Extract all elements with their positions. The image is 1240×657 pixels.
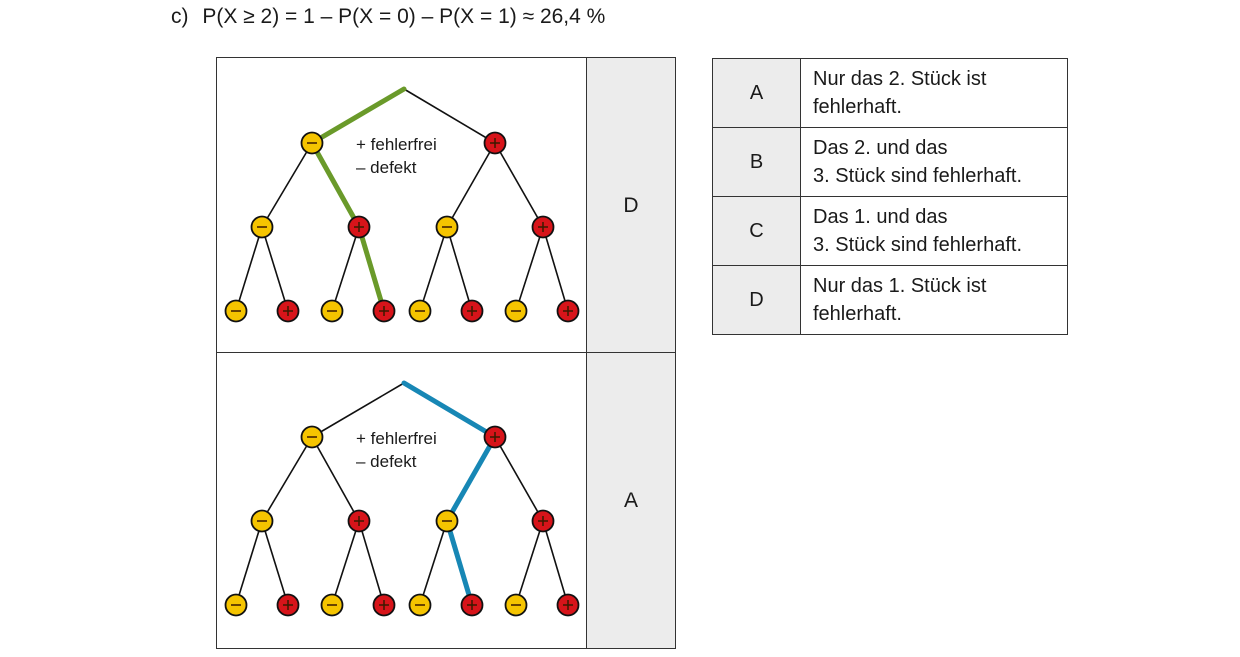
ok-node-icon [531, 215, 555, 239]
defect-node-icon [224, 593, 248, 617]
ok-node-icon [276, 299, 300, 323]
tree-legend-bottom: + fehlerfrei – defekt [356, 427, 437, 473]
tree-diagram-panels: + fehlerfrei – defekt D + fehlerfrei – d… [216, 57, 678, 649]
branch-l1-3 [494, 142, 544, 228]
branch-root-1 [403, 88, 496, 144]
branch-l2-1 [261, 226, 289, 312]
tree-panel-bottom: + fehlerfrei – defekt A [216, 352, 676, 649]
defect-node-icon [224, 299, 248, 323]
defect-node-icon [320, 593, 344, 617]
branch-l2-0 [235, 226, 263, 312]
answer-cell-top[interactable]: D [586, 58, 675, 353]
option-key: C [712, 196, 801, 266]
ok-node-icon [483, 425, 507, 449]
ok-node-icon [556, 299, 580, 323]
branch-l2-1 [261, 520, 289, 606]
defect-node-icon [300, 425, 324, 449]
branch-l2-7 [542, 520, 569, 606]
defect-node-icon [435, 215, 459, 239]
ok-node-icon [372, 299, 396, 323]
defect-node-icon [504, 299, 528, 323]
branch-l1-3 [494, 436, 544, 522]
branch-root-0 [311, 382, 405, 438]
branch-l1-2 [446, 142, 496, 228]
branch-l2-6 [515, 226, 544, 312]
ok-node-icon [531, 509, 555, 533]
tree-diagram-bottom [224, 380, 580, 617]
tree-legend-top: + fehlerfrei – defekt [356, 133, 437, 179]
legend-plus: + fehlerfrei [356, 135, 437, 154]
branch-l2-2 [331, 520, 360, 606]
branch-root-0-highlighted [309, 86, 407, 146]
probability-formula: P(X ≥ 2) = 1 – P(X = 0) – P(X = 1) ≈ 26,… [202, 5, 606, 28]
branch-l1-0 [261, 142, 313, 228]
answer-cell-bottom[interactable]: A [586, 353, 675, 648]
option-key: B [712, 127, 801, 197]
branch-l2-5-highlighted [444, 518, 475, 608]
branch-l2-6 [515, 520, 544, 606]
option-key: D [712, 265, 801, 335]
ok-node-icon [347, 215, 371, 239]
branch-l2-2 [331, 226, 360, 312]
ok-node-icon [372, 593, 396, 617]
ok-node-icon [556, 593, 580, 617]
branch-l2-3-highlighted [356, 224, 387, 314]
option-key: A [712, 58, 801, 128]
defect-node-icon [408, 299, 432, 323]
tree-panel-top: + fehlerfrei – defekt D [216, 57, 676, 354]
branch-l1-2-highlighted [444, 434, 498, 524]
branch-l1-1-highlighted [309, 140, 362, 230]
defect-node-icon [250, 509, 274, 533]
ok-node-icon [347, 509, 371, 533]
branch-l2-4 [419, 520, 448, 606]
ok-node-icon [276, 593, 300, 617]
defect-node-icon [435, 509, 459, 533]
defect-node-icon [320, 299, 344, 323]
defect-node-icon [250, 215, 274, 239]
branch-l2-5 [446, 226, 473, 312]
defect-node-icon [408, 593, 432, 617]
branch-root-1-highlighted [401, 380, 498, 440]
branch-l2-0 [235, 520, 263, 606]
defect-node-icon [300, 131, 324, 155]
part-label: c) [171, 5, 189, 28]
legend-minus: – defekt [356, 158, 417, 177]
branch-l1-0 [261, 436, 313, 522]
branch-l2-3 [358, 520, 385, 606]
legend-plus: + fehlerfrei [356, 429, 437, 448]
legend-minus: – defekt [356, 452, 417, 471]
formula-line: c) P(X ≥ 2) = 1 – P(X = 0) – P(X = 1) ≈ … [171, 5, 605, 29]
branch-l2-7 [542, 226, 569, 312]
tree-diagram-top [224, 86, 580, 323]
branch-l1-1 [311, 436, 360, 522]
ok-node-icon [460, 593, 484, 617]
ok-node-icon [483, 131, 507, 155]
branch-l2-4 [419, 226, 448, 312]
defect-node-icon [504, 593, 528, 617]
ok-node-icon [460, 299, 484, 323]
